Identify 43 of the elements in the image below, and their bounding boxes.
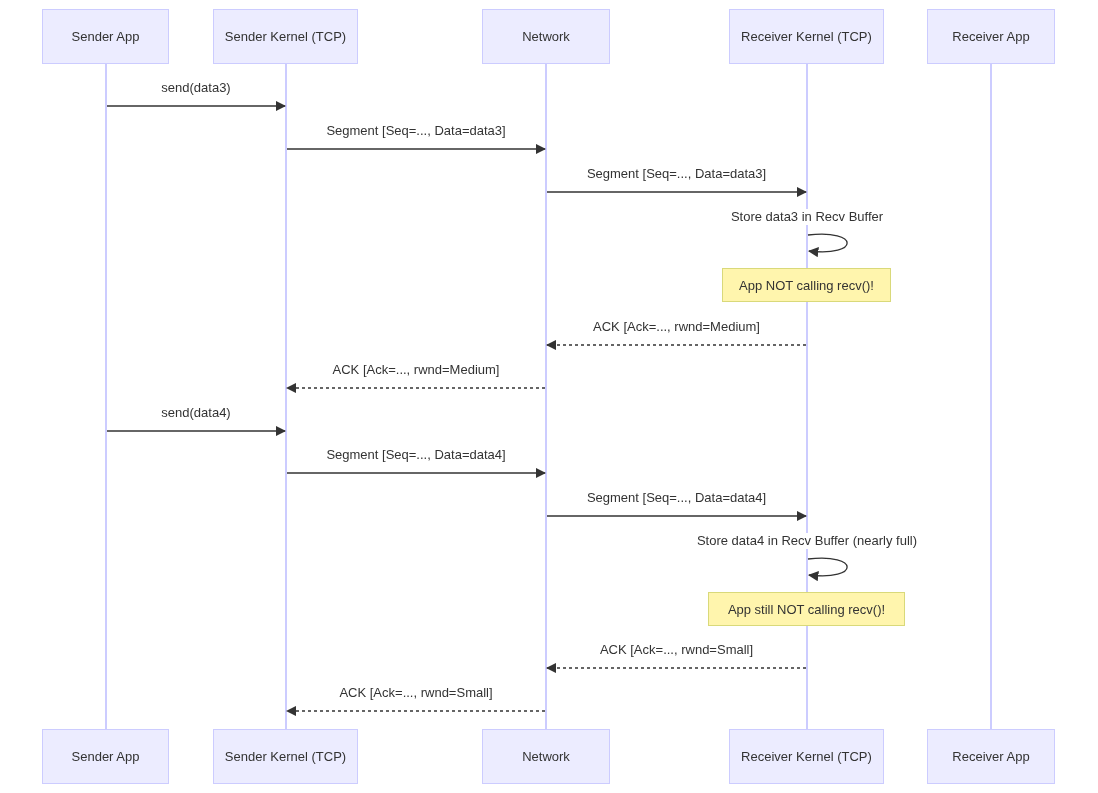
message-arrow [286, 467, 547, 479]
lifeline [105, 64, 107, 729]
participant-box: Receiver App [927, 729, 1055, 784]
lifeline [806, 64, 808, 268]
participant-box: Receiver Kernel (TCP) [729, 729, 884, 784]
participant-box: Network [482, 9, 610, 64]
message-arrow [545, 662, 807, 674]
message-label: Segment [Seq=..., Data=data3] [324, 123, 508, 139]
message-label: ACK [Ack=..., rwnd=Small] [337, 685, 495, 701]
message-label: Store data4 in Recv Buffer (nearly full) [694, 533, 920, 549]
lifeline [806, 302, 808, 592]
message-label: Segment [Seq=..., Data=data4] [584, 490, 769, 506]
message-label: send(data4) [159, 405, 233, 421]
participant-box: Receiver App [927, 9, 1055, 64]
message-label: ACK [Ack=..., rwnd=Medium] [330, 362, 502, 378]
message-arrow [285, 382, 546, 394]
self-message-arrow [807, 233, 848, 257]
participant-box: Sender App [42, 9, 169, 64]
lifeline [806, 626, 808, 729]
message-arrow [286, 143, 547, 155]
note-box: App NOT calling recv()! [722, 268, 891, 302]
participant-box: Sender App [42, 729, 169, 784]
message-label: Segment [Seq=..., Data=data3] [584, 166, 769, 182]
participant-box: Network [482, 729, 610, 784]
message-arrow [545, 339, 807, 351]
message-arrow [106, 100, 287, 112]
message-label: Segment [Seq=..., Data=data4] [324, 447, 508, 463]
note-box: App still NOT calling recv()! [708, 592, 905, 626]
lifeline [285, 64, 287, 729]
message-arrow [546, 510, 808, 522]
self-message-arrow [807, 557, 848, 581]
lifeline [545, 64, 547, 729]
message-label: ACK [Ack=..., rwnd=Small] [597, 642, 756, 658]
message-arrow [546, 186, 808, 198]
lifeline [990, 64, 992, 729]
message-arrow [285, 705, 546, 717]
participant-box: Sender Kernel (TCP) [213, 729, 358, 784]
participant-box: Sender Kernel (TCP) [213, 9, 358, 64]
message-label: send(data3) [159, 80, 233, 96]
participant-box: Receiver Kernel (TCP) [729, 9, 884, 64]
message-arrow [106, 425, 287, 437]
message-label: Store data3 in Recv Buffer [728, 209, 886, 225]
message-label: ACK [Ack=..., rwnd=Medium] [591, 319, 762, 335]
